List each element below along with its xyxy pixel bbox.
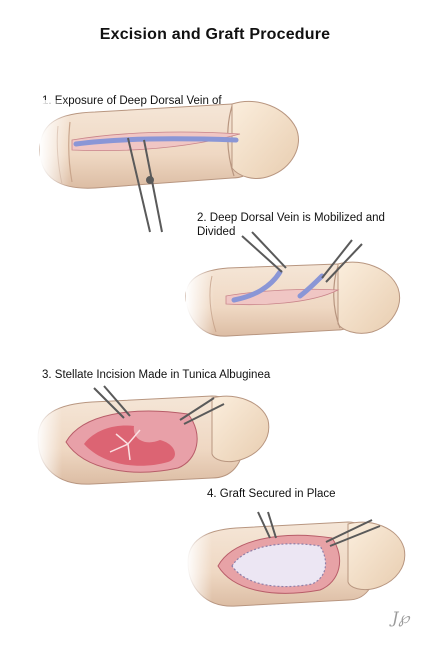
clamp-icon — [241, 231, 363, 283]
tunica-albuginea — [84, 425, 175, 466]
glans — [337, 261, 400, 334]
forceps-icon — [127, 137, 163, 233]
glans — [347, 521, 406, 591]
dorsal-vein — [231, 269, 283, 303]
artist-signature: J℘ — [392, 608, 410, 627]
step-3-label: 3. Stellate Incision Made in Tunica Albu… — [42, 369, 271, 381]
panel-2-illustration — [185, 231, 400, 342]
step-2-label: 2. Deep Dorsal Vein is Mobilized and Div… — [197, 212, 385, 238]
panel-3-illustration — [36, 385, 270, 488]
dorsal-vein — [73, 136, 239, 147]
panel-1-illustration — [39, 100, 299, 233]
panel-4-illustration — [186, 511, 406, 612]
figure-title: Excision and Graft Procedure — [99, 26, 331, 43]
step-4-label: 4. Graft Secured in Place — [207, 488, 336, 500]
glans — [231, 100, 299, 179]
retractor-icon — [257, 511, 381, 547]
step-1-label: 1. Exposure of Deep Dorsal Vein of — [42, 95, 222, 107]
retractor-icon — [93, 385, 225, 425]
glans — [211, 395, 270, 463]
graft — [231, 543, 327, 588]
